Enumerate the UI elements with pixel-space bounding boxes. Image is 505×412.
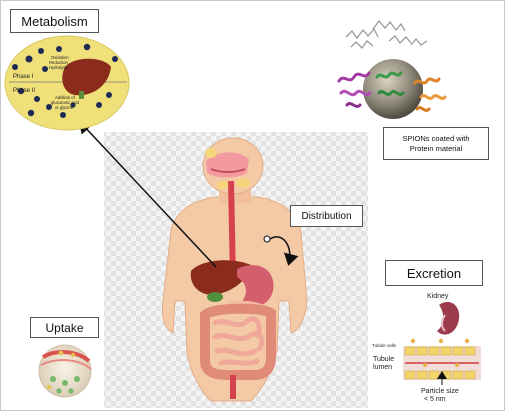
- kidney-shape: [437, 301, 460, 335]
- arrow-to-metabolism: [78, 120, 217, 268]
- phase-two-label: Phase II: [13, 88, 35, 94]
- addition-label-1: Addition of: [55, 95, 76, 100]
- body-small-intestine: [212, 316, 265, 366]
- body-liver: [190, 260, 251, 295]
- oxidation-label-2: Reduction: [49, 60, 69, 65]
- spions-caption-line-2: Protein material: [409, 143, 463, 153]
- spions-caption-line-1: SPIONs coated with: [402, 133, 470, 143]
- uptake-illustration: [38, 344, 92, 398]
- spions-caption-box: SPIONs coated with Protein material: [383, 127, 489, 160]
- metabolism-nanoparticles: [12, 43, 118, 118]
- particle-size-label-1: Particle size: [421, 388, 459, 395]
- tubule-lumen-label-2: lumen: [373, 364, 392, 371]
- particle-size-label-2: < 5 nm: [424, 396, 446, 403]
- distribution-arrow: [269, 236, 299, 266]
- addition-label-3: or glycine: [55, 105, 74, 110]
- excretion-illustration: Kidney Tubule cells Tubule lumen Particl…: [372, 293, 481, 403]
- addition-label-2: glucuronic acid: [51, 100, 80, 105]
- metabolism-liver: [62, 58, 111, 96]
- metabolism-illustration: Phase I Phase II Oxidation Reduction Hyd…: [4, 35, 130, 131]
- human-body-figure: [162, 137, 308, 402]
- phase-one-label: Phase I: [13, 74, 34, 80]
- distribution-label: Distribution: [290, 205, 363, 227]
- oxidation-label-3: Hydrolysis: [49, 65, 68, 70]
- body-stomach: [237, 265, 274, 307]
- metabolism-label: Metabolism: [10, 9, 99, 33]
- spion-protein-illustration: [337, 19, 447, 119]
- uptake-label: Uptake: [30, 317, 99, 338]
- kidney-label: Kidney: [427, 293, 449, 300]
- oxidation-label-1: Oxidation: [51, 55, 69, 60]
- body-large-intestine: [200, 303, 276, 380]
- spion-core: [363, 59, 423, 119]
- excretion-label: Excretion: [385, 260, 483, 286]
- tubule-lumen-label-1: Tubule: [373, 356, 394, 363]
- tubule-cells-label: Tubule cells: [372, 343, 397, 348]
